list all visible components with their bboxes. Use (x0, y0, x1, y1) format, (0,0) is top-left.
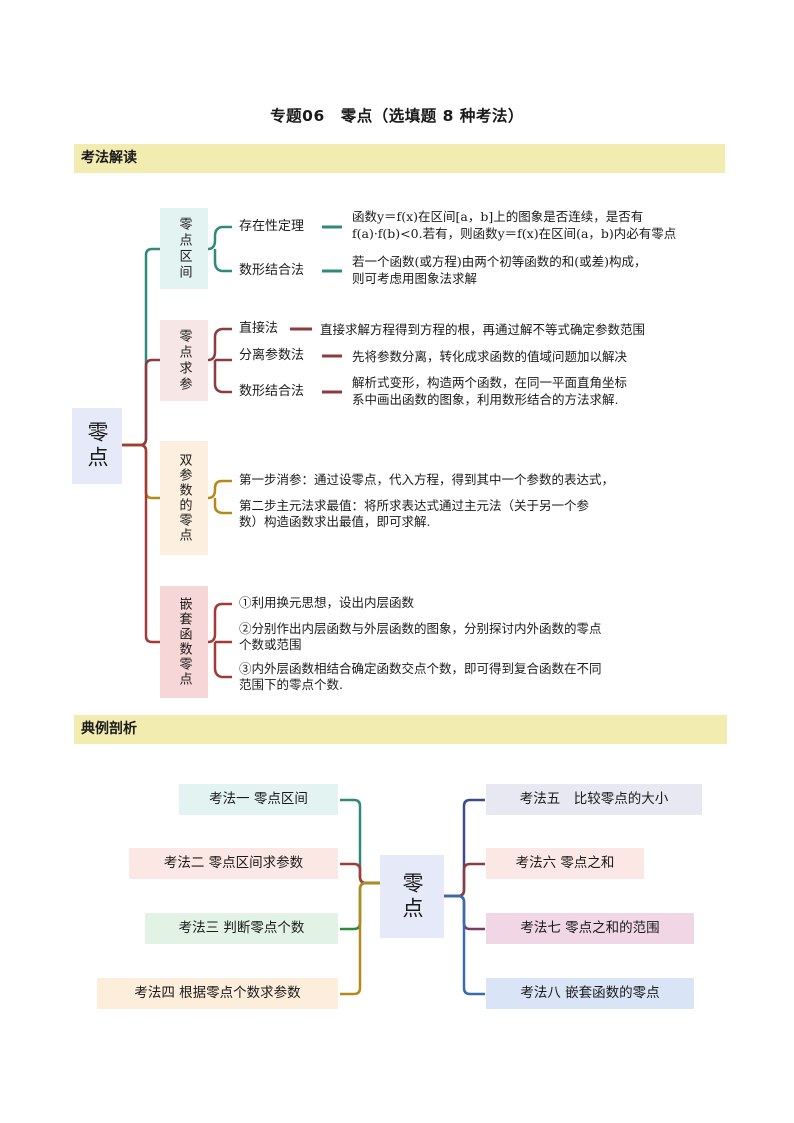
text-line: 直接求解方程得到方程的根，再通过解不等式确定参数范围 (320, 322, 646, 337)
method-label: 数形结合法 (239, 384, 305, 399)
brace-3 (207, 479, 232, 515)
method-box-3: 考法三 判断零点个数 (145, 913, 338, 944)
section-bar-interpretation: 考法解读 (74, 144, 725, 173)
right-line-4 (444, 894, 485, 996)
brace-1 (207, 225, 232, 273)
method-text: 先将参数分离，转化成求函数的值域问题加以解决 (352, 348, 627, 365)
branch-line-3 (122, 443, 160, 500)
method-box-2: 考法二 零点区间求参数 (129, 848, 338, 879)
method-box-8: 考法八 嵌套函数的零点 (486, 978, 694, 1009)
text-line: 数）构造函数求出最值，即可求解. (239, 514, 431, 529)
left-line-2 (340, 862, 380, 885)
method-box-6: 考法六 零点之和 (486, 848, 644, 879)
method-box-4: 考法四 根据零点个数求参数 (97, 978, 338, 1009)
section-heading: 典例剖析 (81, 721, 137, 737)
branch-box-zero-interval: 零点区间 (160, 208, 208, 289)
branch-box-nested: 嵌套函数零点 (160, 586, 208, 698)
brace-4 (207, 602, 232, 679)
method-box-7: 考法七 零点之和的范围 (486, 913, 694, 944)
left-line-4 (340, 881, 380, 996)
method-text: 直接求解方程得到方程的根，再通过解不等式确定参数范围 (320, 321, 645, 338)
method-text: 函数y＝f(x)在区间[a，b]上的图象是否连续，是否有 f(a)·f(b)<0… (352, 208, 676, 242)
text-line: ②分别作出内层函数与外层函数的图象，分别探讨内外函数的零点 (239, 621, 602, 636)
method-box-1: 考法一 零点区间 (179, 784, 338, 815)
method-box-5: 考法五 比较零点的大小 (486, 784, 702, 815)
text-line: f(a)·f(b)<0.若有，则函数y＝f(x)在区间(a，b)内必有零点 (352, 226, 677, 241)
text-line: ③内外层函数相结合确定函数交点个数，即可得到复合函数在不同 (239, 661, 602, 676)
text-line: 范围下的零点个数. (239, 677, 343, 692)
text-line: 函数y＝f(x)在区间[a，b]上的图象是否连续，是否有 (352, 209, 644, 224)
text-line: 若一个函数(或方程)由两个初等函数的和(或差)构成， (352, 254, 647, 269)
branch-text: ①利用换元思想，设出内层函数 ②分别作出内层函数与外层函数的图象，分别探讨内外函… (239, 595, 602, 693)
text-line: 个数或范围 (239, 637, 302, 652)
method-label: 分离参数法 (239, 348, 305, 363)
text-line: 解析式变形，构造两个函数，在同一平面直角坐标 (352, 375, 628, 390)
branch-line-4 (122, 443, 160, 644)
branch-box-zero-param: 零点求参 (160, 320, 208, 401)
text-line: 第二步主元法求最值：将所求表达式通过主元法（关于另一个参 (239, 498, 590, 513)
section-bar-examples: 典例剖析 (74, 715, 727, 744)
method-text: 若一个函数(或方程)由两个初等函数的和(或差)构成， 则可考虑用图象法求解 (352, 253, 647, 287)
text-line: 先将参数分离，转化成求函数的值域问题加以解决 (352, 349, 628, 364)
brace-2 (207, 327, 232, 394)
method-label: 数形结合法 (239, 263, 305, 278)
text-line: 系中画出函数的图象，利用数形结合的方法求解. (352, 392, 619, 407)
section-heading: 考法解读 (81, 150, 137, 166)
right-line-2 (444, 862, 485, 898)
branch-box-double-param: 双参数的零点 (160, 441, 208, 555)
branch-text: 第一步消参：通过设零点，代入方程，得到其中一个参数的表达式， 第二步主元法求最值… (239, 472, 614, 530)
method-label: 存在性定理 (239, 219, 305, 234)
text-line: 第一步消参：通过设零点，代入方程，得到其中一个参数的表达式， (239, 472, 615, 487)
root-node: 零点 (72, 408, 122, 484)
method-label: 直接法 (239, 321, 279, 336)
page-title: 专题06 零点（选填题 8 种考法） (270, 107, 524, 125)
text-line: 则可考虑用图象法求解 (352, 271, 478, 286)
center-node: 零点 (380, 855, 444, 938)
branch-line-2 (122, 358, 160, 447)
branch-line-1 (122, 247, 160, 447)
method-text: 解析式变形，构造两个函数，在同一平面直角坐标 系中画出函数的图象，利用数形结合的… (352, 374, 627, 408)
text-line: ①利用换元思想，设出内层函数 (239, 595, 415, 610)
